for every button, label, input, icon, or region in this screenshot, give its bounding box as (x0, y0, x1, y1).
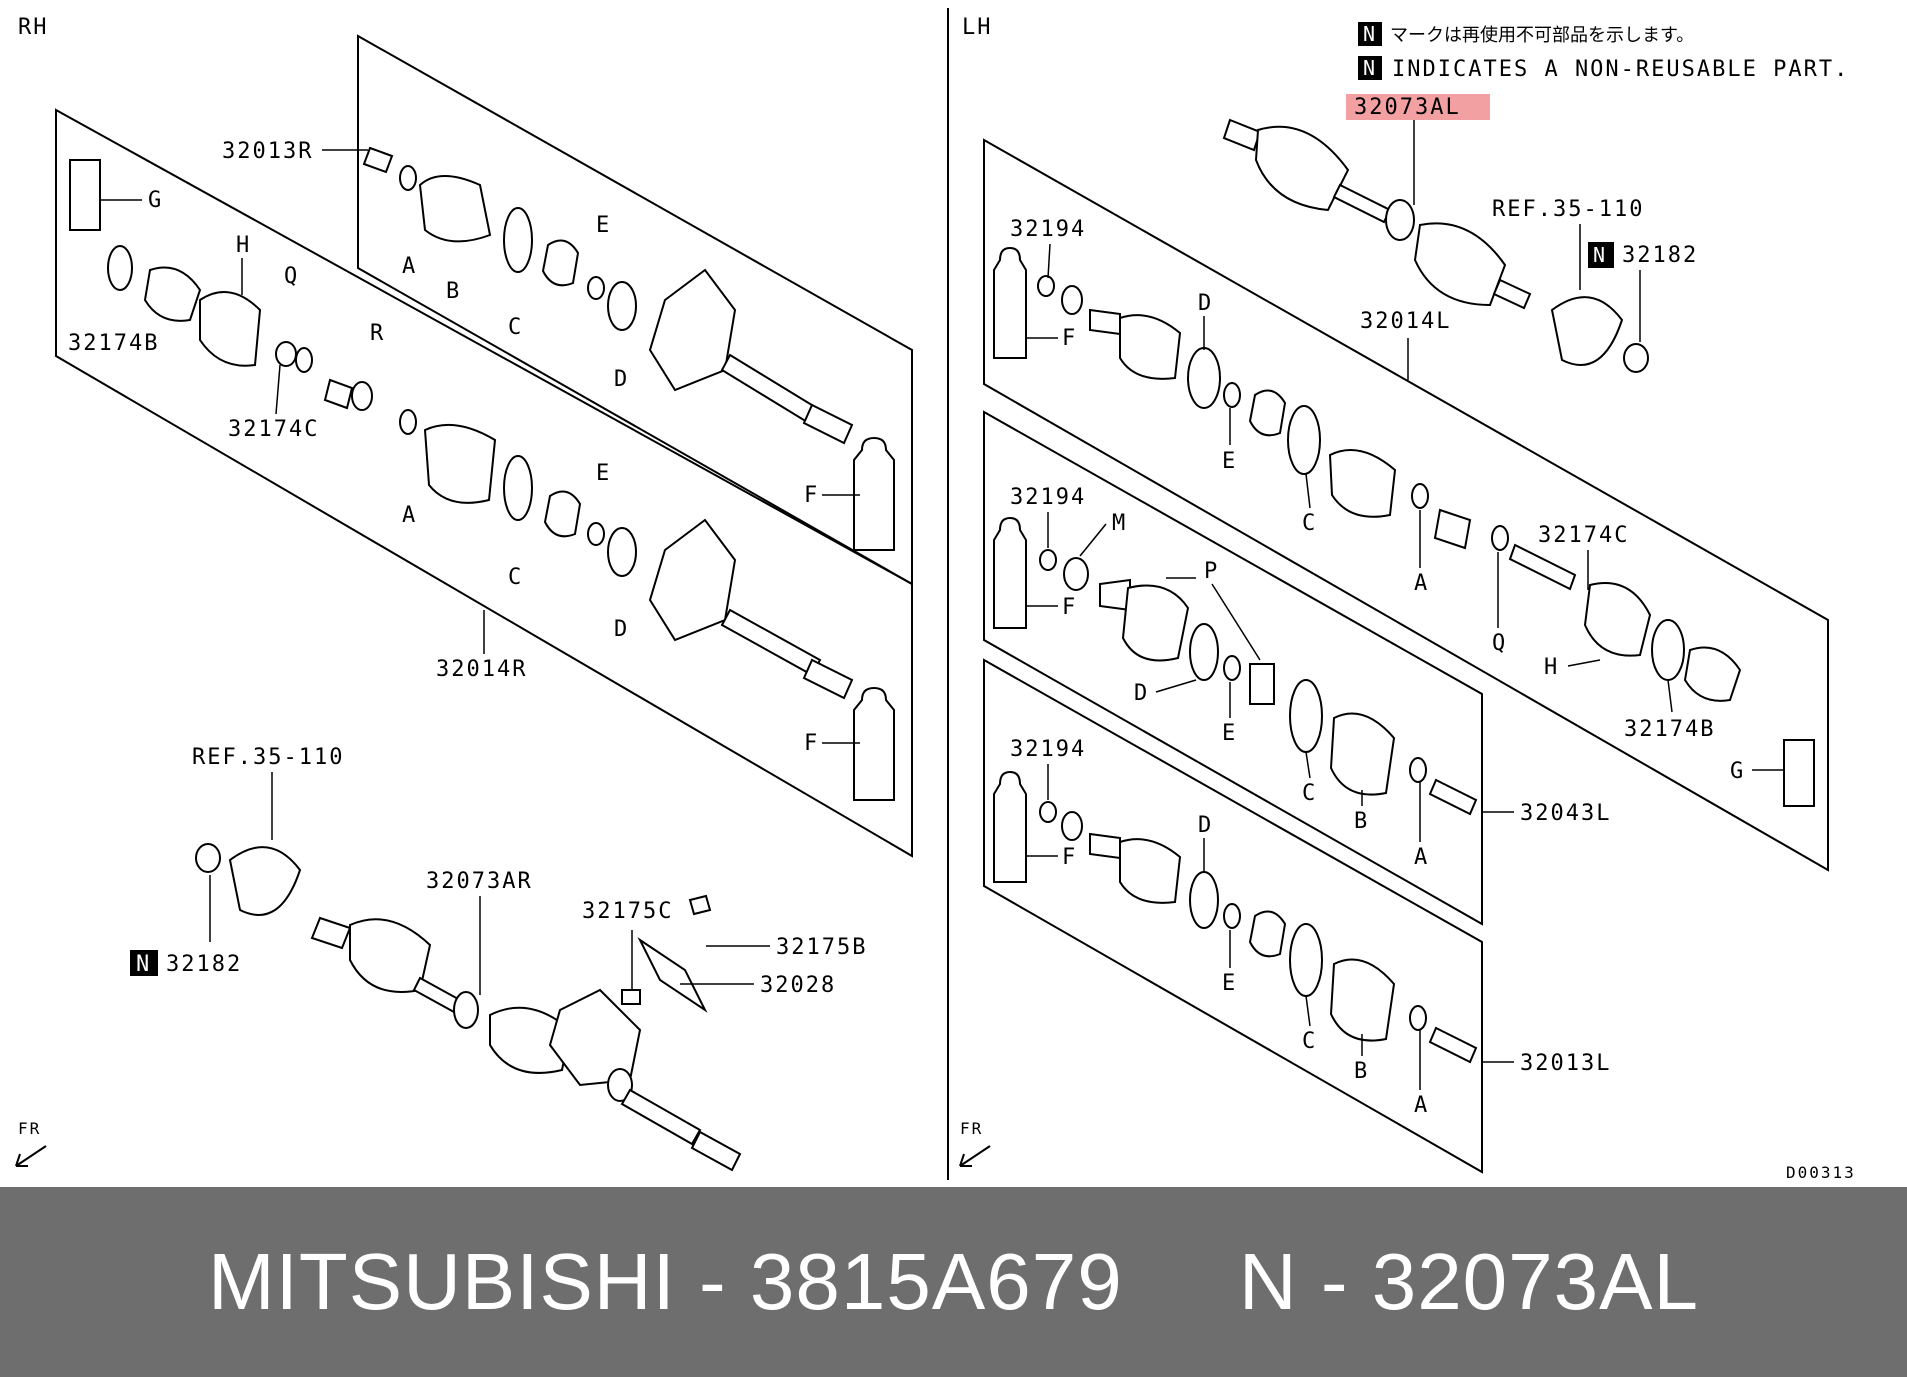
label-c-lh2: C (1302, 781, 1317, 806)
label-32194-1: 32194 (1010, 217, 1086, 242)
label-32174b: 32174B (68, 331, 159, 356)
label-c2: C (508, 565, 523, 590)
badge-n-text: N (136, 952, 149, 977)
label-q-lh: Q (1492, 631, 1507, 656)
label-a-lh3: A (1414, 1093, 1429, 1118)
legend-jp: マークは再使用不可部品を示します。 (1390, 25, 1694, 46)
label-p-lh: P (1204, 559, 1219, 584)
label-c1: C (508, 315, 523, 340)
label-a2: A (402, 503, 417, 528)
label-32014l: 32014L (1360, 309, 1451, 334)
label-e-lh2: E (1222, 721, 1237, 746)
label-f2: F (804, 731, 819, 756)
label-g: G (148, 188, 163, 213)
label-32182-rh: 32182 (166, 952, 242, 977)
label-g-lh: G (1730, 759, 1745, 784)
label-f-lh1: F (1062, 326, 1077, 351)
bolt-32175c (621, 989, 641, 1005)
label-f-lh2: F (1062, 595, 1077, 620)
diagram-code: D00313 (1786, 1163, 1856, 1182)
label-d1: D (614, 367, 629, 392)
label-ref-lh: REF.35-110 (1492, 197, 1644, 222)
grease-bottle (853, 436, 895, 551)
hub-flange (228, 846, 302, 916)
legend-badge-1 (1358, 22, 1382, 46)
label-32043l: 32043L (1520, 801, 1611, 826)
legend-en: INDICATES A NON-REUSABLE PART. (1392, 57, 1849, 82)
label-32013l: 32013L (1520, 1051, 1611, 1076)
shaft-assembly-32014l (993, 246, 1815, 807)
label-f-lh3: F (1062, 845, 1077, 870)
bracket-32028 (637, 937, 708, 1013)
shaft-assembly-32014r (69, 159, 854, 700)
badge-n (130, 950, 158, 976)
label-d2: D (614, 617, 629, 642)
label-32174b-lh: 32174B (1624, 717, 1715, 742)
label-d-lh2: D (1134, 681, 1149, 706)
label-h: H (236, 233, 251, 258)
label-e-lh1: E (1222, 449, 1237, 474)
frame-32014l (983, 138, 1829, 872)
label-32175c: 32175C (582, 899, 673, 924)
label-32182-lh: 32182 (1622, 243, 1698, 268)
part-number-banner: MITSUBISHI - 3815A679 N - 32073AL (0, 1187, 1907, 1377)
fr-arrow-icon (959, 1145, 991, 1167)
label-d-lh1: D (1198, 291, 1213, 316)
driveshaft-32073ar (310, 916, 742, 1172)
parts-diagram: RH LH 32013R (15, 8, 1856, 1182)
label-fr-rh: FR (18, 1119, 41, 1138)
label-f1: F (804, 483, 819, 508)
label-fr-lh: FR (960, 1119, 983, 1138)
shaft-assembly-32043l (993, 516, 1478, 816)
label-32194-2: 32194 (1010, 485, 1086, 510)
badge-n-lh-text: N (1593, 243, 1605, 267)
label-a-lh2: A (1414, 845, 1429, 870)
label-r: R (370, 321, 385, 346)
grease-bottle (853, 686, 895, 801)
lh-header: LH (962, 15, 993, 40)
label-32013r: 32013R (222, 139, 313, 164)
label-e1: E (596, 213, 611, 238)
label-c-lh3: C (1302, 1029, 1317, 1054)
fr-arrow-icon (15, 1145, 47, 1167)
highlight-32073al (1346, 94, 1490, 120)
rh-header: RH (18, 15, 49, 40)
legend-badge-2 (1358, 56, 1382, 80)
label-d-lh3: D (1198, 813, 1213, 838)
frame-32043l (983, 410, 1483, 926)
label-32194-3: 32194 (1010, 737, 1086, 762)
label-a-lh1: A (1414, 571, 1429, 596)
driveshaft-32073al (1222, 118, 1532, 310)
legend-badge-1-text: N (1363, 22, 1375, 46)
bolt-32175b (688, 894, 712, 916)
frame-32013l (983, 658, 1483, 1174)
label-ref-rh: REF.35-110 (192, 745, 344, 770)
label-32028: 32028 (760, 973, 836, 998)
frame-32014r (55, 108, 913, 858)
label-h-lh: H (1544, 655, 1559, 680)
legend-badge-2-text: N (1363, 56, 1375, 80)
label-32175b: 32175B (776, 935, 867, 960)
label-b1: B (446, 279, 461, 304)
label-32073ar: 32073AR (426, 869, 533, 894)
label-a1: A (402, 254, 417, 279)
label-32174c: 32174C (228, 417, 319, 442)
shaft-assembly-32013l (993, 770, 1478, 1064)
label-32073al: 32073AL (1354, 95, 1461, 120)
label-e-lh3: E (1222, 971, 1237, 996)
label-e2: E (596, 461, 611, 486)
hub-nut-lh (1623, 343, 1649, 373)
label-32174c-lh: 32174C (1538, 523, 1629, 548)
label-b-lh3: B (1354, 1059, 1369, 1084)
shaft-assembly-32013r (362, 146, 854, 445)
badge-n-lh (1588, 242, 1614, 268)
label-c-lh1: C (1302, 511, 1317, 536)
label-q: Q (284, 264, 299, 289)
label-32014r: 32014R (436, 657, 527, 682)
hub-flange-lh (1550, 296, 1624, 366)
banner-text: MITSUBISHI - 3815A679 N - 32073AL (207, 1237, 1700, 1326)
label-m-lh: M (1112, 511, 1127, 536)
hub-nut (195, 843, 221, 873)
label-b-lh2: B (1354, 809, 1369, 834)
